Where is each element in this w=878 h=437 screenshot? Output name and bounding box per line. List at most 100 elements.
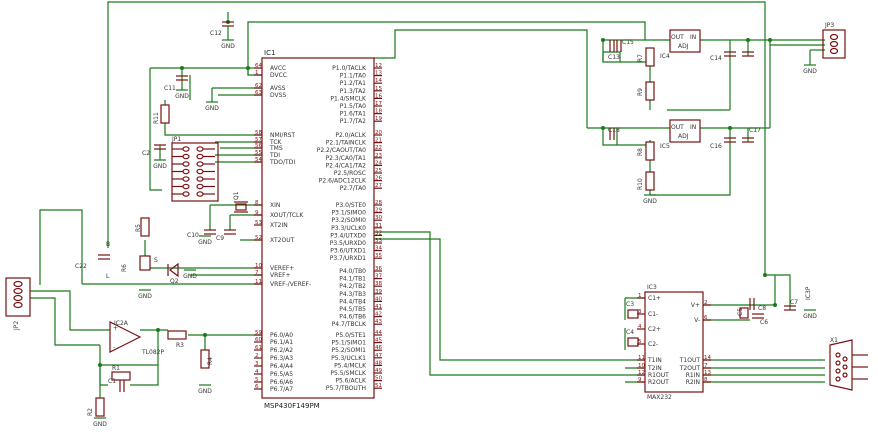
ic1-pin-number: 27 <box>375 183 382 189</box>
ic3-pin-number: 12 <box>638 370 645 376</box>
label-c9: C9 <box>216 235 224 242</box>
ic1-pin-name: XT2IN <box>270 222 288 229</box>
ic1-pin-number: 58 <box>255 130 262 136</box>
ic1-pin-number: 19 <box>375 116 382 122</box>
ic1-pin-name: P3.5/URXD0 <box>330 240 366 247</box>
ic1-pin-name: P1.3/TA2 <box>340 88 366 95</box>
ic1-pin-name: P6.6/A6 <box>270 379 293 386</box>
ic3-pin-number: 8 <box>704 377 708 383</box>
ic1-pin-name: P2.6/ADC12CLK <box>319 178 367 185</box>
label-r3: R3 <box>176 342 184 349</box>
ic1-pin-number: 16 <box>375 93 382 99</box>
junctions <box>98 20 777 367</box>
label-c18: C18 <box>608 127 620 134</box>
capacitor-c7: C7 <box>784 299 798 311</box>
opamp-symbol <box>109 321 142 353</box>
ic1-value: MSP430F149PM <box>264 402 320 410</box>
jp2-connector: JP2 <box>5 277 31 331</box>
ic1-pin-number: 48 <box>375 360 382 366</box>
ic1-pin-number: 45 <box>375 338 382 344</box>
label-c17: C17 <box>749 127 761 134</box>
ic1-pin-name: P5.4/MCLK <box>334 362 367 369</box>
ground-symbol: GND <box>183 269 197 280</box>
capacitor-c6: C6 <box>752 313 768 326</box>
capacitor-c19 <box>742 51 754 57</box>
ic4-in-label: IN <box>690 34 696 41</box>
ic1-pin-name: P6.2/A2 <box>270 347 293 354</box>
capacitor-c11: C11 <box>164 75 188 92</box>
ground-symbol: GND <box>138 289 152 300</box>
ic1-pin-name: TMS <box>269 145 283 152</box>
capacitor-c16: C16 <box>710 137 736 150</box>
ground-symbol: GND <box>803 309 817 320</box>
ic3-pin-name: R1OUT <box>648 372 669 379</box>
ic3-pin-number: 3 <box>638 309 642 315</box>
resistor-r8 <box>645 141 655 161</box>
ic1-pin-name: P1.7/TA2 <box>340 118 366 125</box>
resistors: R7 R9 R8 R10 R11 R5 R6 R3 R4 R1 R2 <box>87 47 655 417</box>
ic3-pin-name: T1IN <box>647 357 662 364</box>
ic1-pin-name: NMI/RST <box>270 132 295 139</box>
ic1-pin-name: P2.2/CAOUT/TA0 <box>317 147 366 154</box>
ic1-pin-name: P3.7/URXD1 <box>330 255 366 262</box>
ic1-pin-number: 46 <box>375 345 382 351</box>
ic1-pin-name: P2.1/TAINCLK <box>326 140 367 147</box>
ic1-pin-number: 60 <box>255 337 262 343</box>
ic1-pin-name: XIN <box>270 202 280 209</box>
junction <box>601 38 605 42</box>
ic1-pin-name: P6.5/A5 <box>270 371 293 378</box>
jp3-connector: JP3 <box>822 22 846 59</box>
ic1-pin-number: 30 <box>375 215 382 221</box>
junction <box>773 303 777 307</box>
jp3-body <box>822 29 846 59</box>
jp1-pin <box>182 146 190 152</box>
ic1-pin-number: 32 <box>375 230 382 236</box>
label-c5: C5 <box>737 308 744 316</box>
ground-symbol: GND <box>198 235 212 246</box>
junction <box>98 363 102 367</box>
ic1-pin-name: P6.1/A1 <box>270 339 293 346</box>
ic1-mcu: IC1 MSP430F149PM AVCC64DVCC1AVSS62DVSS63… <box>254 49 382 410</box>
capacitor-c2: C2 <box>142 144 166 157</box>
ground-symbol: GND <box>205 101 219 112</box>
ic3-body <box>644 291 704 393</box>
capacitor-c4: C4 <box>626 329 639 347</box>
capacitor-c9: C9 <box>216 229 236 242</box>
ground-symbol: GND <box>93 417 107 428</box>
label-c12: C12 <box>210 30 222 37</box>
ic1-pin-number: 2 <box>255 353 259 359</box>
ic1-pin-number: 36 <box>375 266 382 272</box>
svg-text:-: - <box>113 344 115 351</box>
label-r9: R9 <box>637 88 644 96</box>
jp2-ref: JP2 <box>13 321 20 331</box>
jp1-pin <box>182 191 190 197</box>
ic1-ref: IC1 <box>264 49 275 57</box>
ic1-pin-number: 35 <box>375 253 382 259</box>
jp1-pin <box>196 161 204 167</box>
ground-label: GND <box>205 105 219 112</box>
ic3-pin-name: V- <box>694 317 700 324</box>
jp1-jtag-header: JP1 <box>171 136 219 202</box>
opamp-ic2a: + - IC2A TL082P <box>109 320 164 356</box>
ic3-pin-number: 14 <box>704 355 711 361</box>
ic1-pin-name: P1.1/TA0 <box>340 73 366 80</box>
ic1-pin-name: P6.0/A0 <box>270 332 293 339</box>
jp1-pin <box>182 176 190 182</box>
x1-ref: X1 <box>830 337 838 344</box>
ic1-pin-number: 7 <box>255 270 259 276</box>
ic4-ref: IC4 <box>660 53 670 60</box>
junction <box>156 328 160 332</box>
label-q1: Q1 <box>233 191 240 200</box>
ic1-pin-number: 25 <box>375 168 382 174</box>
jp2-body <box>5 277 31 317</box>
junction <box>203 333 207 337</box>
ic1-pin-name: XT2OUT <box>270 237 295 244</box>
capacitor-c1: C1 <box>108 378 125 392</box>
junction <box>601 126 605 130</box>
ic1-pin-number: 62 <box>255 83 262 89</box>
ic1-pin-name: XOUT/TCLK <box>270 212 304 219</box>
ic1-pin-name: P5.3/UCLK1 <box>331 355 366 362</box>
label-r5: R5 <box>135 224 142 232</box>
